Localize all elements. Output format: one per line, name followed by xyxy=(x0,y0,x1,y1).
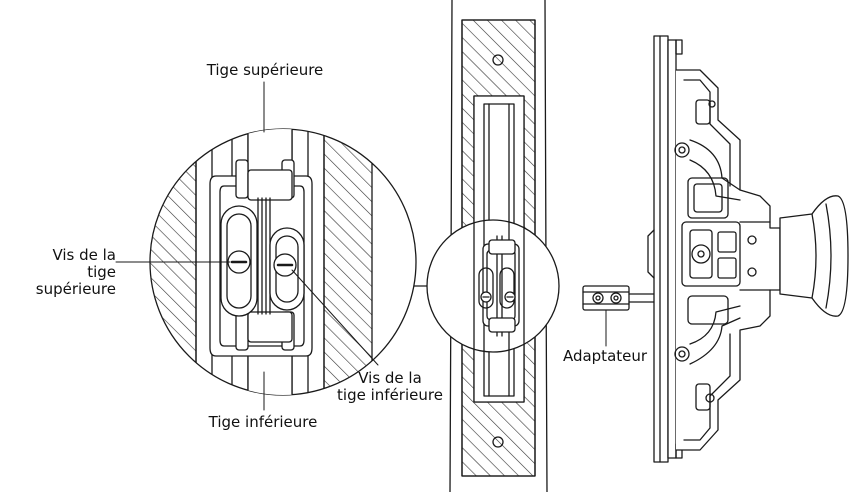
screw-hole-top xyxy=(492,54,504,66)
lower-rod-screw-label-line2: tige inférieure xyxy=(337,386,443,404)
big-detail-circle xyxy=(149,128,417,396)
lower-rod-label: Tige inférieure xyxy=(208,413,318,431)
screw-hole-bottom xyxy=(492,436,504,448)
lock-unit-side-view xyxy=(647,35,849,463)
upper-rod-screw-label-line1: Vis de la xyxy=(52,246,116,264)
lower-rod-screw-label-line1: Vis de la xyxy=(358,369,422,387)
label-leaders xyxy=(115,81,607,411)
lower-rod-screw xyxy=(273,253,297,277)
small-detail-circle xyxy=(426,219,560,353)
upper-rod-label: Tige supérieure xyxy=(206,61,324,79)
upper-rod-screw xyxy=(227,250,251,274)
adapter xyxy=(582,285,657,311)
upper-rod-screw-label-line2: tige xyxy=(87,263,116,281)
adapter-label: Adaptateur xyxy=(562,347,648,365)
upper-rod-screw-label-line3: supérieure xyxy=(35,280,116,298)
